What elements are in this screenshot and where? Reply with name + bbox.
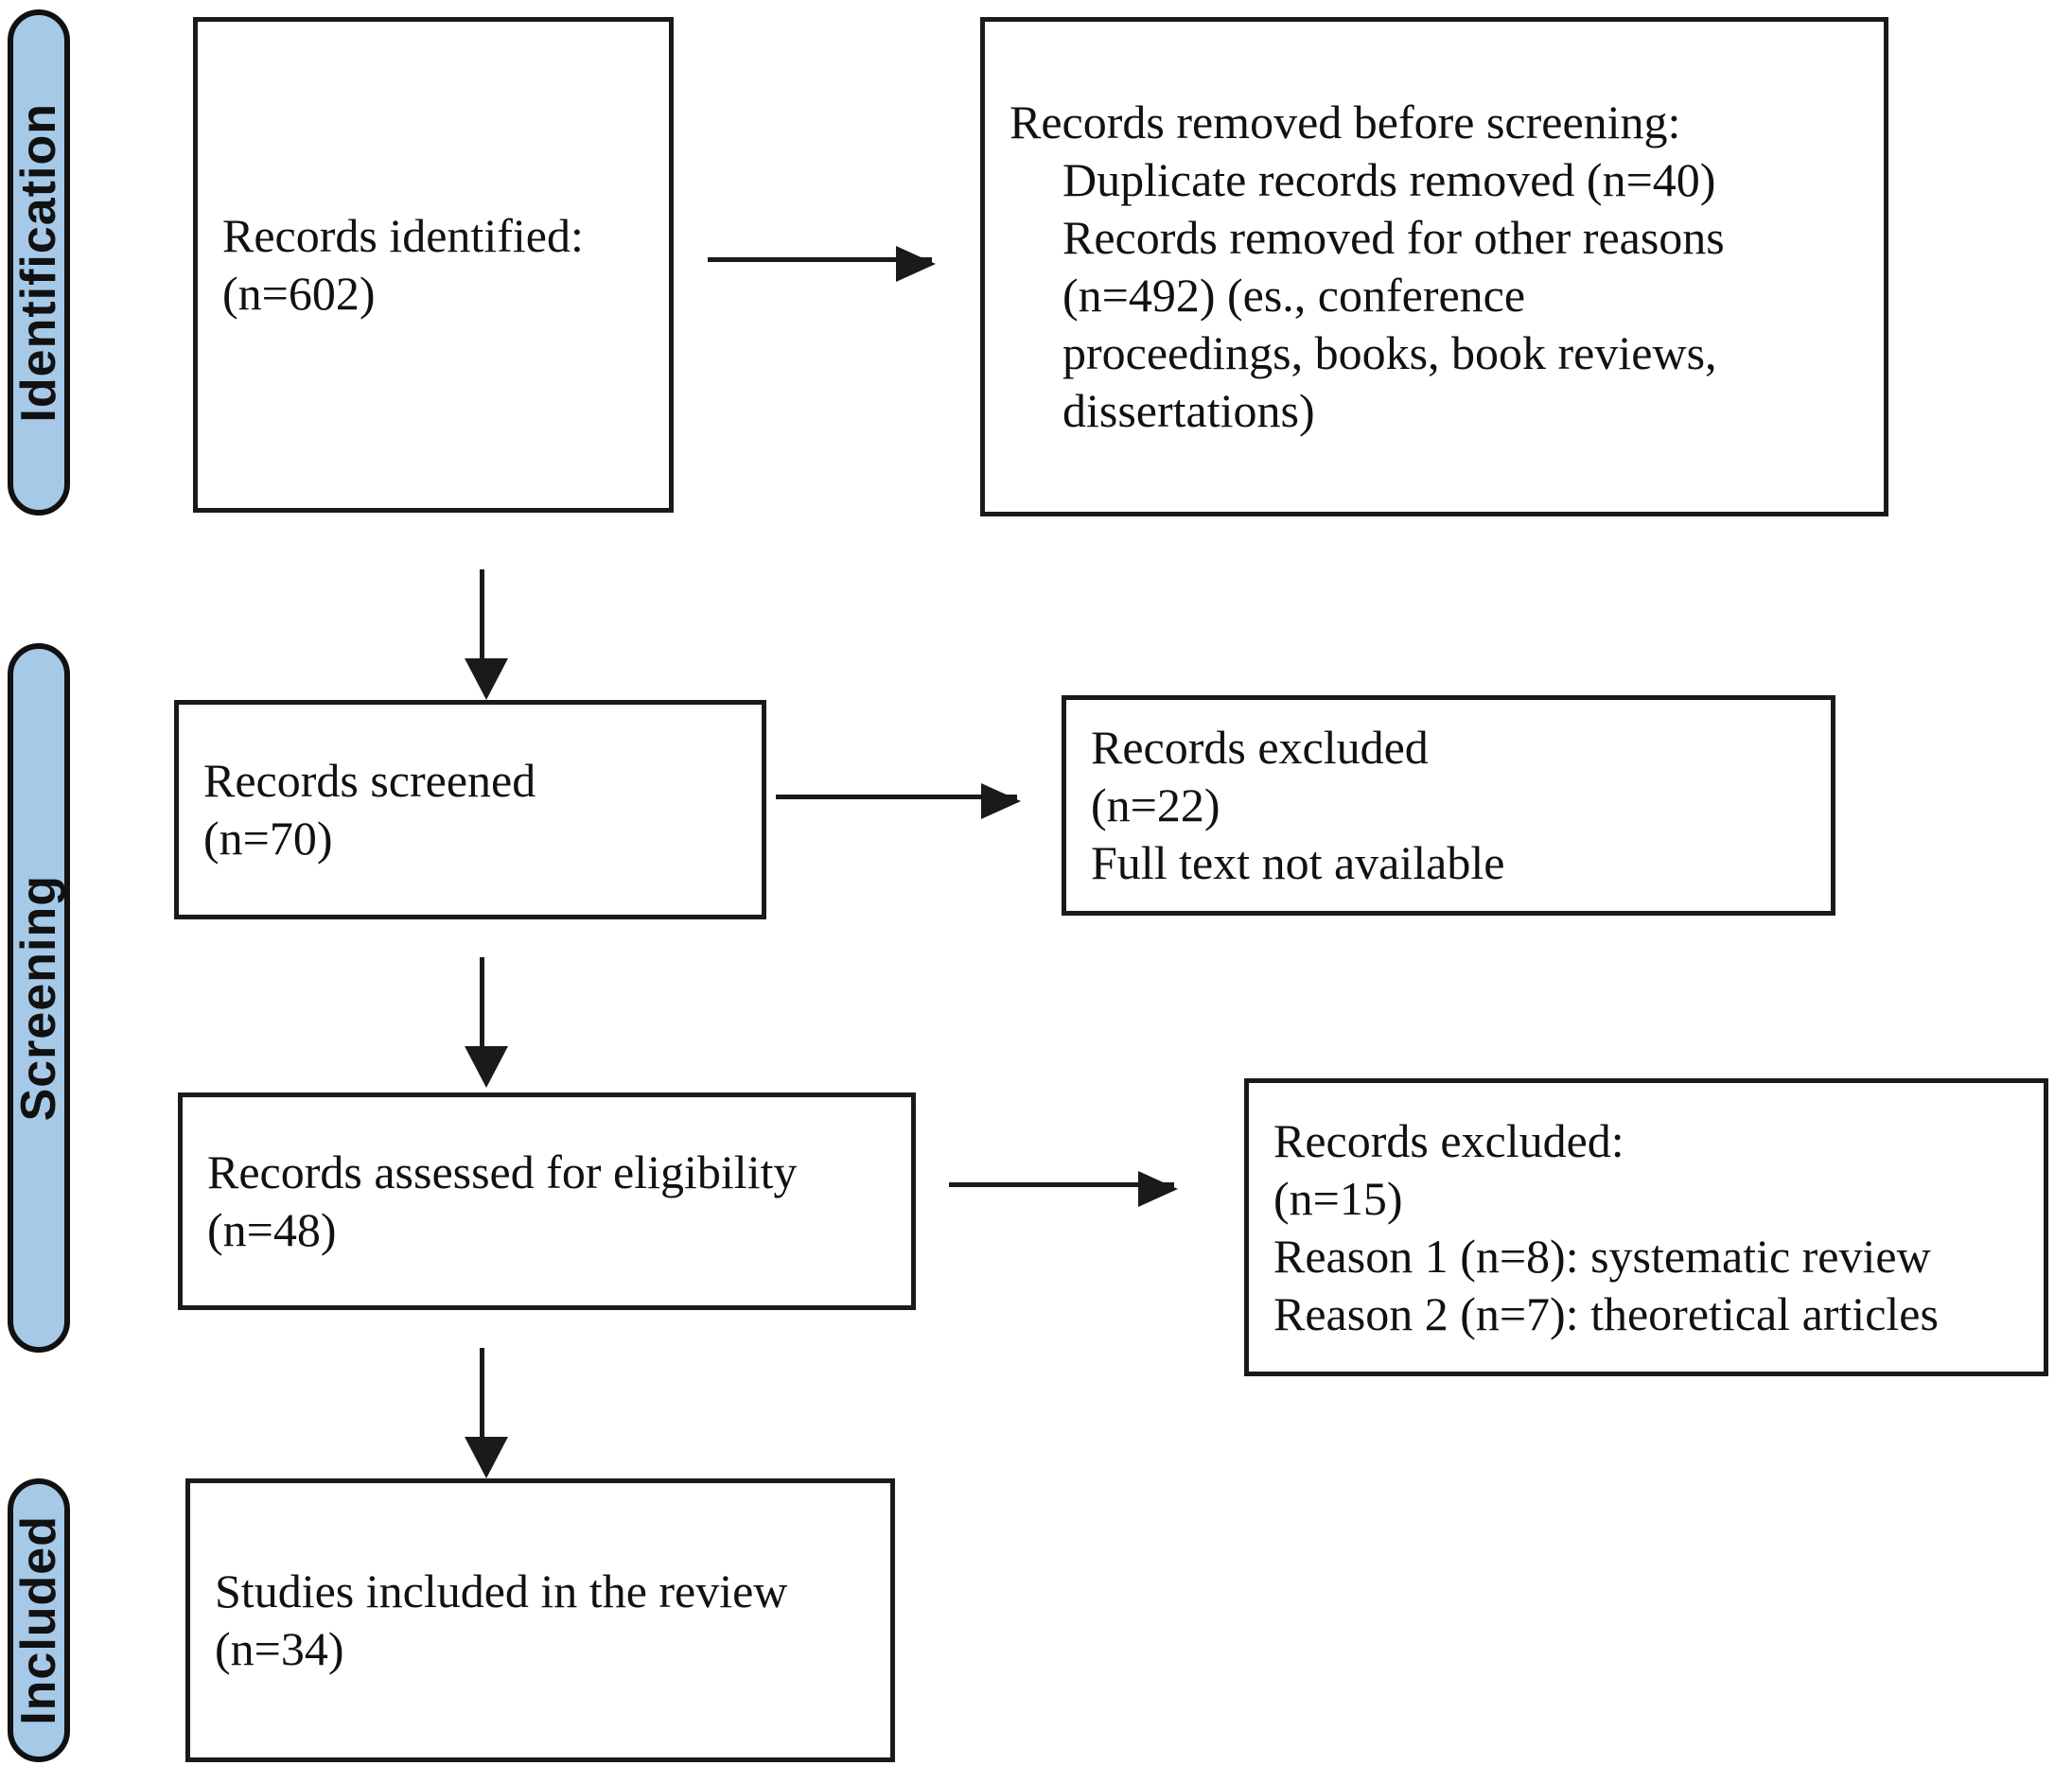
box-line: Reason 2 (n=7): theoretical articles — [1273, 1286, 1939, 1340]
box-records-identified: Records identified: (n=602) — [193, 17, 674, 513]
box-line: Records screened — [203, 754, 536, 807]
arrow-identified-to-screened — [465, 569, 508, 700]
box-line: Records removed for other reasons — [1062, 211, 1725, 264]
box-line: proceedings, books, book reviews, — [1062, 326, 1717, 379]
stage-bar-included: Included — [8, 1478, 70, 1762]
box-records-screened-text: Records screened (n=70) — [179, 752, 762, 867]
box-records-screened: Records screened (n=70) — [174, 700, 766, 919]
box-studies-included: Studies included in the review (n=34) — [185, 1478, 895, 1762]
box-line: (n=602) — [222, 267, 376, 320]
stage-label-identification: Identification — [11, 102, 66, 423]
box-records-excluded-screening: Records excluded (n=22) Full text not av… — [1062, 695, 1835, 916]
stage-label-included: Included — [11, 1515, 66, 1725]
box-line: (n=70) — [203, 812, 333, 865]
box-records-identified-text: Records identified: (n=602) — [198, 207, 669, 323]
box-records-assessed: Records assessed for eligibility (n=48) — [178, 1093, 916, 1310]
box-records-assessed-text: Records assessed for eligibility (n=48) — [183, 1144, 911, 1259]
box-line: Records removed before screening: — [1010, 96, 1681, 149]
stage-label-screening: Screening — [11, 874, 66, 1122]
box-line: (n=15) — [1273, 1171, 1403, 1225]
box-line: Records excluded: — [1273, 1113, 1624, 1167]
box-records-excluded-eligibility: Records excluded: (n=15) Reason 1 (n=8):… — [1244, 1078, 2048, 1376]
box-line: (n=48) — [207, 1203, 337, 1256]
box-line: (n=22) — [1091, 778, 1220, 831]
box-records-removed: Records removed before screening: Duplic… — [980, 17, 1888, 516]
box-studies-included-text: Studies included in the review (n=34) — [190, 1563, 890, 1678]
arrow-screened-to-excluded — [776, 783, 1021, 819]
box-records-excluded-screening-text: Records excluded (n=22) Full text not av… — [1066, 719, 1831, 892]
box-line: Full text not available — [1091, 836, 1505, 889]
box-records-removed-text: Records removed before screening: Duplic… — [985, 94, 1884, 440]
stage-bar-screening: Screening — [8, 643, 70, 1353]
arrow-assessed-to-excluded — [949, 1171, 1178, 1207]
stage-bar-identification: Identification — [8, 9, 70, 516]
box-line: (n=34) — [215, 1622, 344, 1675]
box-line: Studies included in the review — [215, 1564, 788, 1617]
arrow-screened-to-assessed — [465, 957, 508, 1088]
box-line: dissertations) — [1062, 384, 1315, 437]
box-line: Records excluded — [1091, 721, 1429, 774]
box-records-excluded-eligibility-text: Records excluded: (n=15) Reason 1 (n=8):… — [1249, 1112, 2044, 1343]
box-line: Records identified: — [222, 209, 584, 262]
box-line: Reason 1 (n=8): systematic review — [1273, 1229, 1931, 1283]
box-line: Records assessed for eligibility — [207, 1145, 798, 1198]
arrow-assessed-to-included — [465, 1348, 508, 1478]
arrow-identified-to-removed — [708, 246, 936, 282]
box-line: Duplicate records removed (n=40) — [1062, 153, 1716, 206]
box-line: (n=492) (es., conference — [1062, 269, 1526, 322]
